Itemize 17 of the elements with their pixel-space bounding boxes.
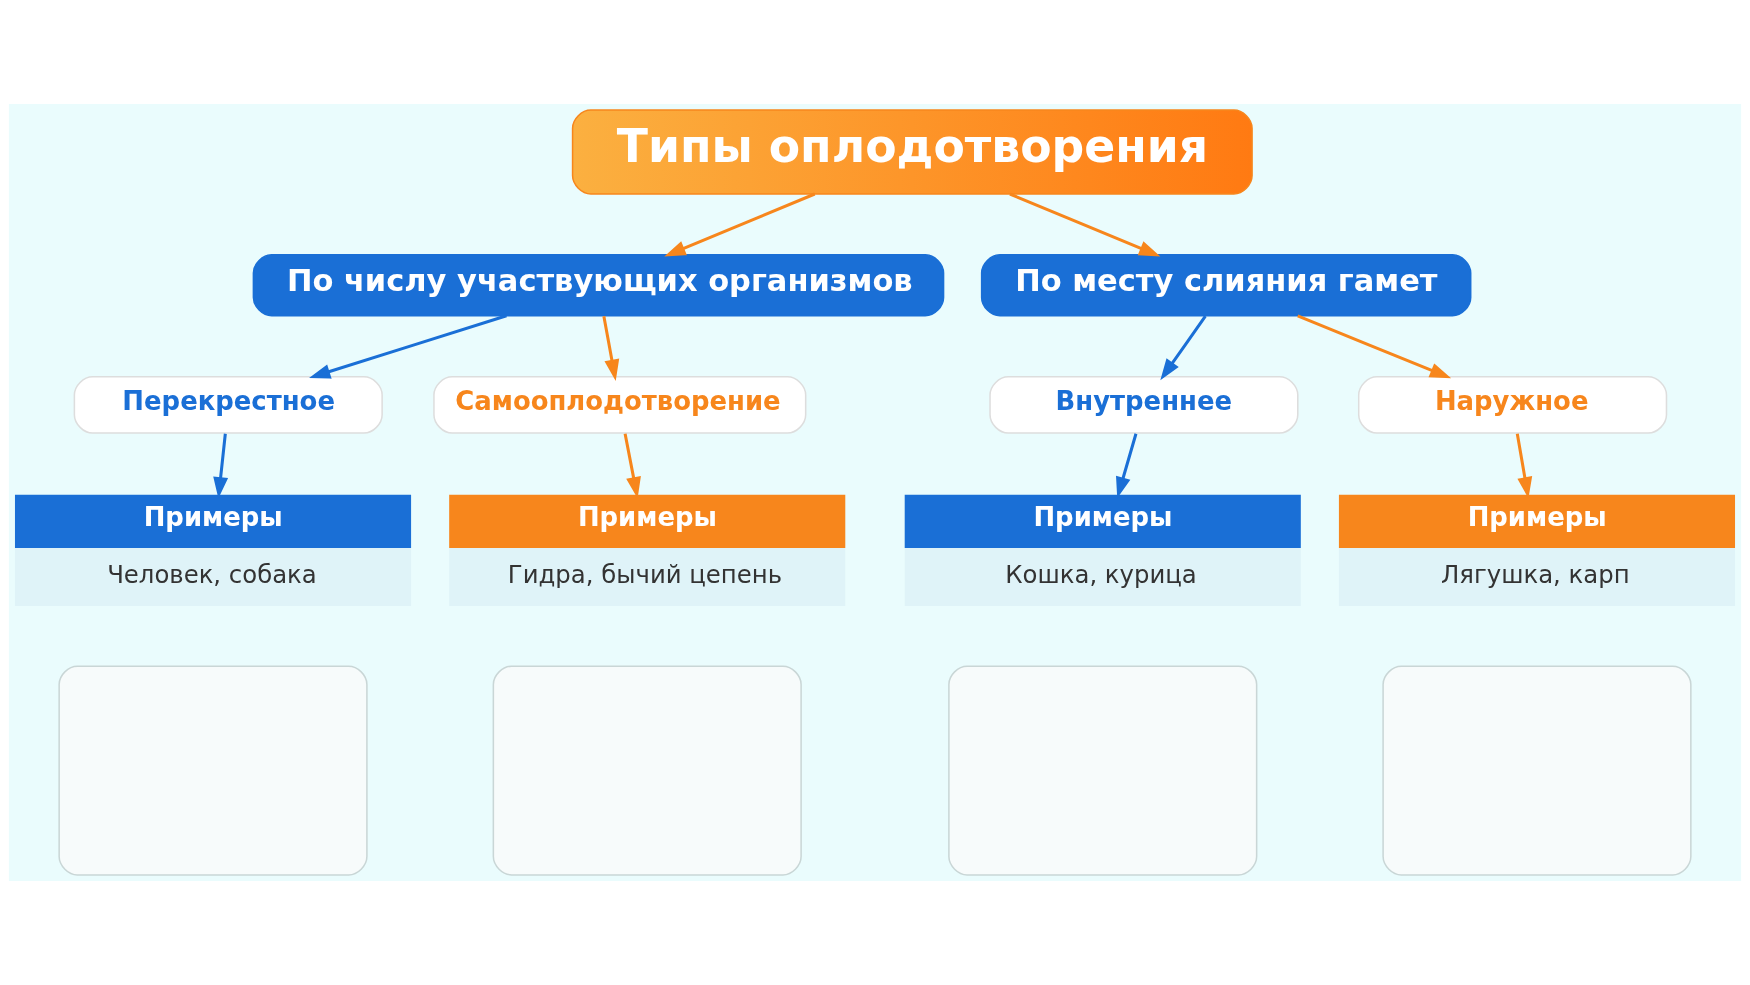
arrow xyxy=(1160,315,1207,381)
node-box xyxy=(948,665,1258,876)
node-box xyxy=(492,665,802,876)
node-box xyxy=(58,665,368,876)
node-box: По месту слияния гамет xyxy=(980,254,1472,317)
arrow xyxy=(309,314,507,379)
node-box xyxy=(1382,665,1692,876)
node-box: Самооплодотворение xyxy=(433,375,807,434)
arrow xyxy=(602,315,620,381)
node-box: Наружное xyxy=(1357,375,1668,434)
node-box: Внутреннее xyxy=(989,375,1299,434)
node-box: По числу участвующих организмов xyxy=(252,254,945,317)
node-box: Перекрестное xyxy=(73,375,383,434)
arrow xyxy=(1009,192,1161,257)
arrow xyxy=(1297,314,1452,379)
arrow xyxy=(664,192,816,257)
node-box: Типы оплодотворения xyxy=(571,109,1253,195)
